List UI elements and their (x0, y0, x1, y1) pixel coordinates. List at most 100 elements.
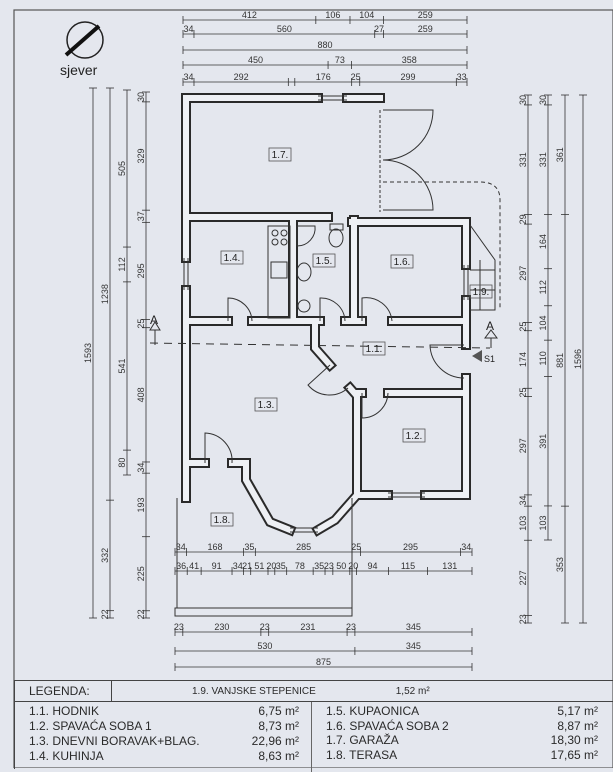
dimension-value: 36 (176, 561, 186, 571)
dimension-value: 21 (242, 561, 252, 571)
dimension-value: 358 (402, 55, 417, 65)
dimension-value: 295 (136, 263, 146, 278)
room-area: 6,75 m² (258, 704, 299, 718)
north-arrow-icon (64, 21, 104, 59)
room-area: 17,65 m² (550, 747, 598, 762)
dimension-value: 295 (403, 542, 418, 552)
dimension-value: 227 (518, 570, 528, 585)
wall (227, 458, 297, 537)
room-name: 1.3. DNEVNI BORAVAK+BLAG. (29, 734, 200, 748)
dimension-value: 103 (538, 515, 548, 530)
north-label: sjever (60, 62, 98, 78)
wall-fill (312, 318, 335, 370)
dimension-value: 225 (136, 566, 146, 581)
dimension-value: 23 (324, 561, 334, 571)
room-area: 8,73 m² (258, 719, 299, 733)
dimension-value: 30 (538, 95, 548, 105)
legend-title: LEGENDA: (15, 681, 112, 701)
dimension-value: 103 (518, 516, 528, 531)
room-label: 1.9. (473, 287, 490, 298)
room-area: 8,63 m² (258, 749, 299, 763)
dimension-value: 37 (136, 211, 146, 221)
room-area: 18,30 m² (550, 733, 598, 747)
dimension-value: 34 (518, 496, 528, 506)
dimension-value: 34 (176, 542, 186, 552)
dimension-value: 78 (295, 561, 305, 571)
dimension-value: 30 (136, 92, 146, 102)
section-marker-left: A (149, 313, 161, 345)
dimension-value: 25 (351, 542, 361, 552)
dimension-value: 450 (248, 55, 263, 65)
dimension-value: 285 (296, 542, 311, 552)
dimension-value: 22 (136, 609, 146, 619)
dimension-value: 23 (174, 622, 184, 632)
dimension-value: 23 (260, 622, 270, 632)
dimension-value: 1593 (83, 343, 93, 363)
room-name: 1.2. SPAVAĆA SOBA 1 (29, 719, 152, 733)
dimension-value: 112 (117, 257, 127, 271)
room-label-box (210, 512, 234, 527)
dimension-value: 115 (401, 561, 415, 571)
dimension-value: 25 (518, 322, 528, 332)
dimension-value: 164 (538, 234, 548, 249)
dimension-value: 110 (538, 351, 548, 365)
dimension-value: 131 (442, 561, 457, 571)
room-name: 1.6. SPAVAĆA SOBA 2 (326, 718, 449, 733)
dimension-value: 73 (335, 55, 345, 65)
dimension-value: 25 (136, 319, 146, 329)
dimension-value: 231 (300, 622, 315, 632)
dimension-value: 23 (346, 622, 356, 632)
room-area: 22,96 m² (251, 734, 299, 748)
dimension-value: 412 (242, 10, 257, 20)
dimension-value: 331 (538, 152, 548, 167)
dimension-value: 353 (555, 557, 565, 572)
dimension-value: 391 (538, 434, 548, 449)
room-label: 1.8. (214, 515, 231, 526)
room-label: 1.6. (394, 257, 411, 268)
dimension-value: 22 (100, 609, 110, 619)
room-label-box (390, 254, 414, 269)
dimension-value: 875 (316, 657, 331, 667)
legend-left-column: 1.1. HODNIK 6,75 m² 1.2. SPAVAĆA SOBA 1 8,… (15, 702, 312, 772)
room-labels: 1.7.1.4.1.5.1.6.1.9.1.1.1.3.1.2.1.8. (210, 147, 493, 527)
dimension-value: 193 (136, 497, 146, 512)
dimension-value: 106 (325, 10, 340, 20)
room-label: 1.1. (366, 344, 383, 355)
dimension-value: 408 (136, 387, 146, 402)
svg-text:S1: S1 (484, 354, 495, 364)
dimension-value: 104 (538, 315, 548, 330)
walls (181, 93, 471, 537)
room-name: 1.1. HODNIK (29, 704, 100, 718)
legend-row: 1.3. DNEVNI BORAVAK+BLAG. 22,96 m² (29, 734, 299, 749)
dimension-value: 505 (117, 161, 127, 176)
legend-extra-name: 1.9. VANJSKE STEPENICE (192, 685, 316, 697)
dimension-value: 230 (214, 622, 229, 632)
dimension-value: 1596 (573, 349, 583, 369)
dimension-value: 560 (277, 24, 292, 34)
dimension-value: 176 (316, 72, 331, 82)
svg-text:A: A (486, 319, 494, 333)
dimension-value: 50 (336, 561, 346, 571)
room-label-box (220, 250, 244, 265)
room-name: 1.5. KUPAONICA (326, 704, 420, 718)
room-name: 1.8. TERASA (326, 747, 398, 762)
windows-doors (149, 95, 501, 617)
dimension-value: 34 (233, 561, 243, 571)
dimension-value: 20 (348, 561, 358, 571)
room-label: 1.7. (272, 150, 289, 161)
dimension-value: 541 (117, 358, 127, 373)
dimension-value: 168 (207, 542, 222, 552)
dimension-value: 332 (100, 548, 110, 563)
dimension-value: 104 (359, 10, 374, 20)
dimension-value: 329 (136, 149, 146, 164)
dimension-value: 80 (117, 458, 127, 468)
dimension-value: 94 (368, 561, 378, 571)
dimension-value: 34 (183, 72, 193, 82)
room-label: 1.3. (258, 400, 275, 411)
